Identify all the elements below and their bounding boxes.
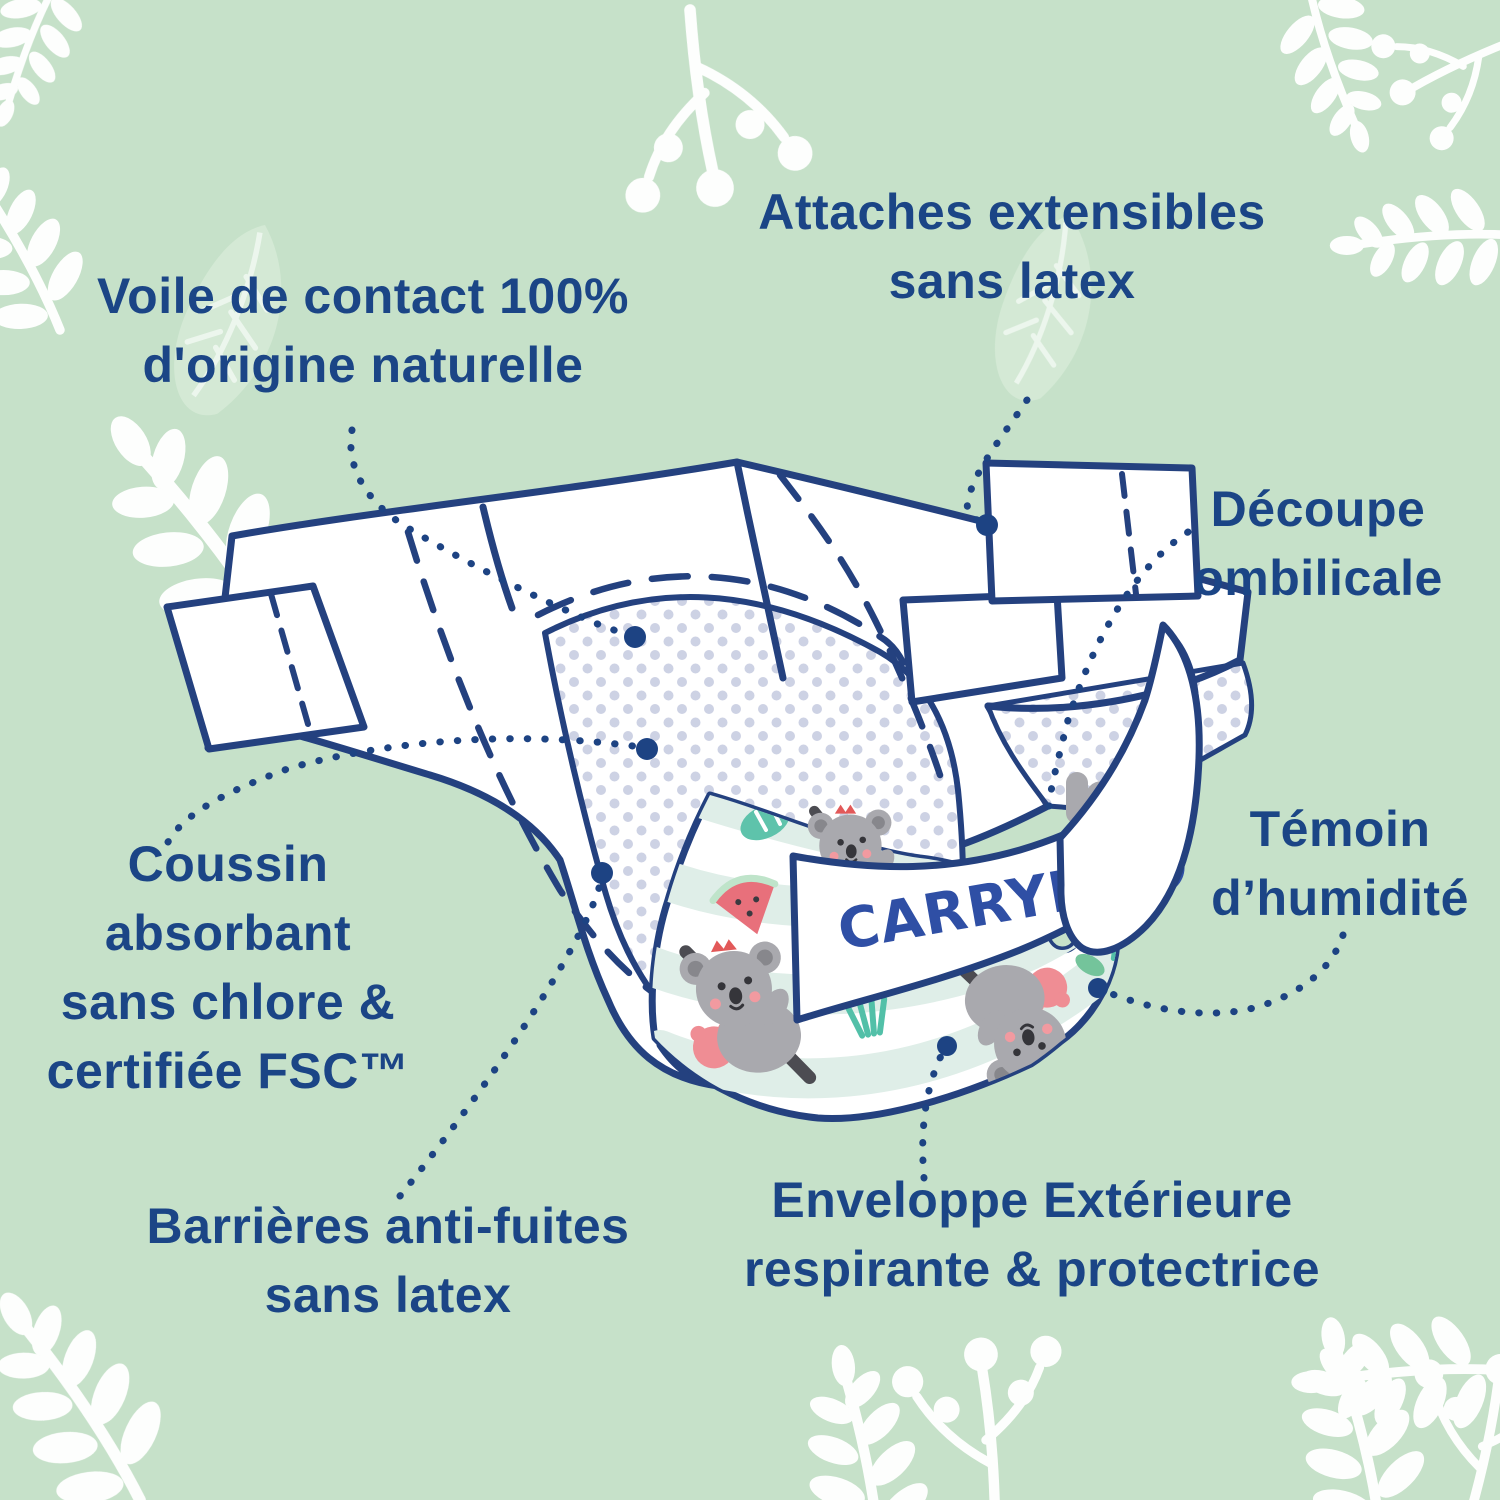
leader-lines — [164, 396, 1347, 1200]
label-line: Barrières anti-fuites — [146, 1198, 630, 1254]
right-wing-edge — [984, 656, 1244, 712]
label-line: sans latex — [888, 253, 1136, 309]
label-line: d'origine naturelle — [142, 337, 584, 393]
label-attaches-extensibles: Attaches extensibles sans latex — [758, 178, 1265, 316]
leader-enveloppe — [919, 1044, 949, 1182]
label-line: Découpe — [1210, 481, 1426, 537]
label-line: Attaches extensibles — [758, 184, 1266, 240]
leg-cuff-stitch-right — [776, 471, 944, 779]
umbilical-notch-curl — [1056, 621, 1203, 956]
leader-dot-voile — [624, 626, 646, 648]
fastening-tab-right — [982, 459, 1202, 605]
label-temoin-humidite: Témoin d’humidité — [1211, 795, 1469, 933]
label-line: respirante & protectrice — [743, 1241, 1321, 1297]
leader-attaches — [963, 396, 1031, 527]
tab-stitch-left — [268, 591, 311, 727]
label-decoupe-ombilicale: Découpe ombilicale — [1193, 475, 1443, 613]
leader-end-dots — [591, 514, 1108, 1056]
label-enveloppe-exterieure: Enveloppe Extérieure respirante & protec… — [744, 1166, 1320, 1304]
fastening-tab-left — [163, 582, 368, 753]
label-line: Coussin — [127, 836, 329, 892]
fold-seam-center — [733, 458, 787, 682]
label-line: sans latex — [264, 1267, 512, 1323]
leader-dot-attaches — [976, 514, 998, 536]
label-line: Témoin — [1249, 801, 1431, 857]
leader-temoin — [1098, 931, 1347, 1017]
label-voile-de-contact: Voile de contact 100% d'origine naturell… — [97, 262, 629, 400]
leg-cuff-stitch-left — [404, 528, 694, 1019]
diaper-drawing: CARRYB — [163, 458, 1255, 1122]
leader-coussin — [164, 735, 644, 846]
label-barrieres-anti-fuites: Barrières anti-fuites sans latex — [147, 1192, 630, 1330]
pad-elastic-stitch — [534, 573, 916, 694]
label-line: Voile de contact 100% — [97, 268, 629, 324]
leader-dot-coussin — [636, 738, 658, 760]
leader-barrieres — [396, 872, 606, 1200]
leader-dot-temoin — [1088, 978, 1108, 998]
leader-dot-enveloppe — [937, 1036, 957, 1056]
label-coussin-absorbant: Coussin absorbant sans chlore & certifié… — [47, 830, 410, 1106]
label-line: sans chlore & — [60, 974, 396, 1030]
label-line: ombilicale — [1193, 550, 1443, 606]
leader-decoupe — [1045, 528, 1192, 810]
label-line: certifiée FSC™ — [46, 1043, 410, 1099]
leader-voile — [347, 426, 637, 641]
fold-seam-left — [479, 503, 516, 612]
tab-stitch-right — [1119, 471, 1139, 597]
label-line: d’humidité — [1211, 870, 1469, 926]
label-line: absorbant — [104, 905, 352, 961]
label-line: Enveloppe Extérieure — [771, 1172, 1293, 1228]
leader-dot-barrieres — [591, 862, 613, 884]
